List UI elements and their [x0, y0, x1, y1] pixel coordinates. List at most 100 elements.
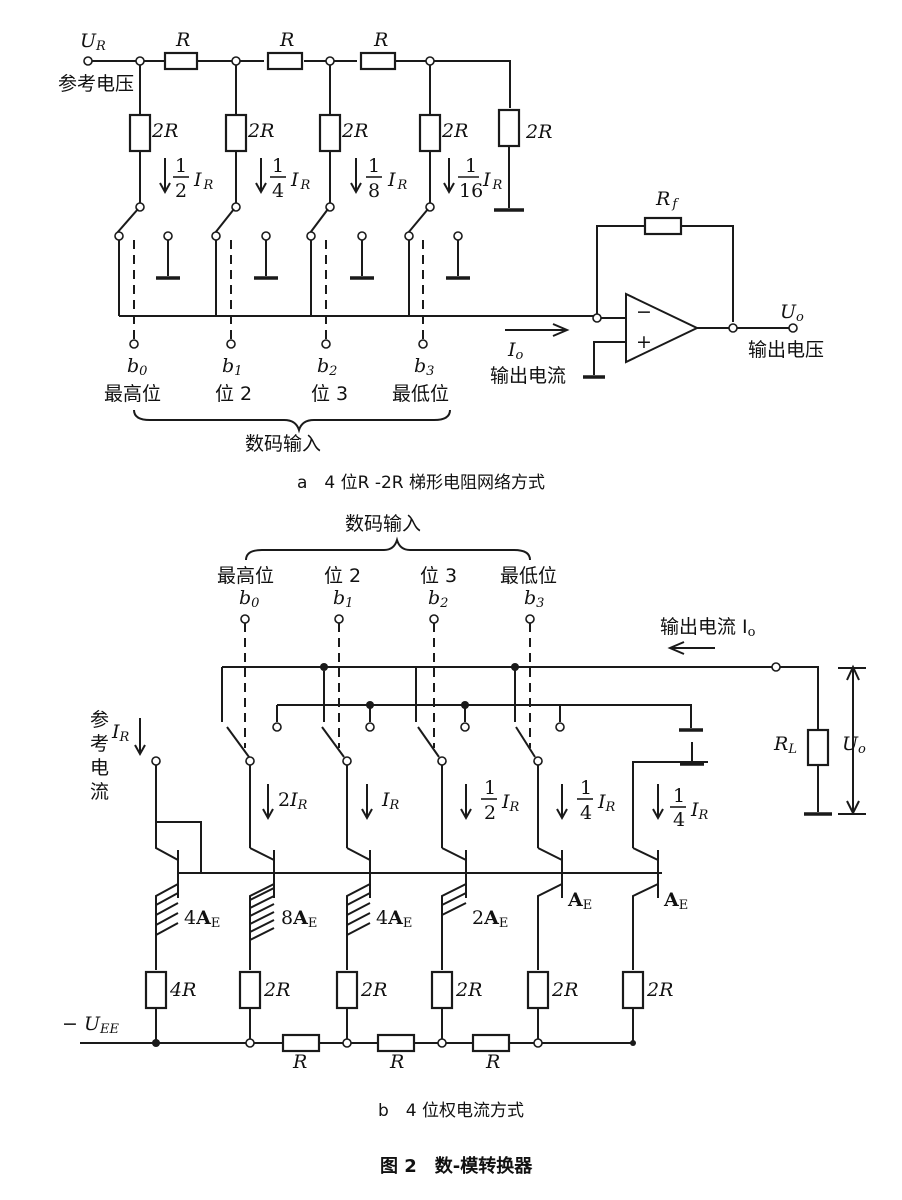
- transistor-0: 8AE: [249, 847, 317, 970]
- svg-text:1: 1: [484, 777, 496, 799]
- switch-b-2: [417, 726, 447, 848]
- svg-text:AE: AE: [567, 889, 592, 913]
- svg-text:2: 2: [175, 180, 187, 202]
- svg-text:IR: IR: [387, 169, 408, 193]
- svg-text:4AE: 4AE: [184, 907, 220, 931]
- svg-text:位 2: 位 2: [215, 383, 252, 405]
- emitter-resistor-label: 2R: [360, 979, 387, 1001]
- ladder-node-3: [325, 56, 335, 66]
- load-resistor-label: RL: [773, 733, 797, 757]
- switch-b-1: [321, 726, 352, 848]
- svg-text:2AE: 2AE: [472, 907, 508, 931]
- shunt-resistor-label: 2R: [247, 120, 274, 142]
- ladder-resistor-label: R: [389, 1051, 404, 1073]
- current-arrow: [556, 784, 568, 821]
- output-current-label: 输出电流 Io: [660, 616, 756, 640]
- shunt-resistor-label: 2R: [441, 120, 468, 142]
- current-arrow: [652, 784, 664, 821]
- svg-text:IR: IR: [501, 791, 520, 815]
- branch-a-0: 2R: [114, 65, 180, 340]
- svg-text:b0: b0: [127, 355, 147, 379]
- svg-text:位 3: 位 3: [420, 565, 457, 587]
- svg-text:IR: IR: [381, 789, 400, 813]
- figure-title: 图 2 数-模转换器: [380, 1155, 533, 1177]
- output-voltage-symbol: Uo: [780, 301, 804, 325]
- switch: [214, 208, 235, 234]
- transistor-dummy: AE: [632, 847, 688, 970]
- branch-current-b-0: 2IR: [278, 789, 308, 813]
- emitter-resistor: [238, 970, 262, 1010]
- svg-text:b2: b2: [428, 587, 448, 611]
- svg-text:IR: IR: [290, 169, 311, 193]
- svg-text:IR: IR: [690, 799, 709, 823]
- branch-current-b-3: 1 4 IR: [577, 777, 616, 824]
- shunt-resistor-label: 2R: [151, 120, 178, 142]
- output-terminal: [771, 662, 781, 672]
- series-resistor-label-3: R: [373, 29, 388, 51]
- terminating-resistor-label: 2R: [525, 121, 552, 143]
- svg-text:4: 4: [580, 802, 592, 824]
- svg-text:最高位: 最高位: [104, 383, 161, 405]
- digital-input-label: 数码输入: [245, 433, 321, 455]
- svg-text:b3: b3: [414, 355, 434, 379]
- output-voltage-label: 输出电压: [748, 339, 824, 361]
- svg-text:最低位: 最低位: [500, 565, 557, 587]
- output-bus: [222, 666, 819, 812]
- current-arrow: [255, 158, 267, 195]
- emitter-resistor-label: 2R: [646, 979, 673, 1001]
- svg-text:b2: b2: [317, 355, 337, 379]
- output-terminal: [788, 323, 798, 333]
- transistor-ref: 4AE: [155, 822, 220, 970]
- terminating-resistor: [497, 108, 521, 148]
- ref-voltage-symbol: UR: [80, 30, 106, 54]
- bit-input-b-0: 最高位 b0: [217, 565, 274, 748]
- noninverting-input-sign: +: [636, 331, 652, 353]
- emitter-resistor-label: 4R: [169, 979, 196, 1001]
- series-resistor-1: [163, 51, 199, 71]
- branch-current-b-2: 1 2 IR: [481, 777, 520, 824]
- reference-current: 参 考 电 流 IR: [90, 709, 202, 873]
- current-arrow: [159, 158, 171, 195]
- supply-label: − UEE: [62, 1013, 119, 1037]
- svg-text:最低位: 最低位: [392, 383, 449, 405]
- branch-current-b-4: 1 4 IR: [670, 785, 709, 831]
- emitter-resistor: [526, 970, 550, 1010]
- op-amp: − +: [583, 292, 700, 379]
- emitter-resistor-label: 2R: [551, 979, 578, 1001]
- ladder-node-1: [135, 56, 145, 66]
- svg-text:IR: IR: [597, 791, 616, 815]
- branch-a-1: 2R: [211, 65, 278, 340]
- series-resistor-label-1: R: [175, 29, 190, 51]
- feedback-path: [596, 225, 734, 322]
- output-current-arrow: [505, 323, 570, 337]
- output-current-arrow: [667, 641, 715, 655]
- svg-text:位 3: 位 3: [311, 383, 348, 405]
- load-resistor: [806, 728, 830, 767]
- output-voltage-arrow: [838, 664, 866, 816]
- feedback-resistor: [643, 216, 683, 236]
- emitter-resistor-label: 2R: [455, 979, 482, 1001]
- svg-text:2IR: 2IR: [278, 789, 308, 813]
- svg-text:1: 1: [465, 155, 477, 177]
- svg-text:AE: AE: [663, 889, 688, 913]
- ladder-resistor: [281, 1033, 321, 1053]
- series-resistor-2: [266, 51, 304, 71]
- ladder-node-2: [231, 56, 241, 66]
- series-resistor-3: [359, 51, 397, 71]
- svg-text:考: 考: [90, 733, 109, 755]
- emitter-resistor: [144, 970, 168, 1010]
- summing-node: [592, 313, 602, 323]
- bit-input-a-3: b3 最低位: [392, 339, 449, 405]
- input-brace: [133, 409, 451, 434]
- current-arrow: [361, 784, 373, 821]
- svg-text:IR: IR: [193, 169, 214, 193]
- output-voltage-symbol: Uo: [842, 733, 866, 757]
- dummy-collector: [632, 761, 708, 848]
- svg-text:4AE: 4AE: [376, 907, 412, 931]
- current-arrow: [262, 784, 274, 821]
- svg-text:8AE: 8AE: [281, 907, 317, 931]
- output-current-symbol: Io: [507, 339, 524, 363]
- svg-text:2: 2: [484, 802, 496, 824]
